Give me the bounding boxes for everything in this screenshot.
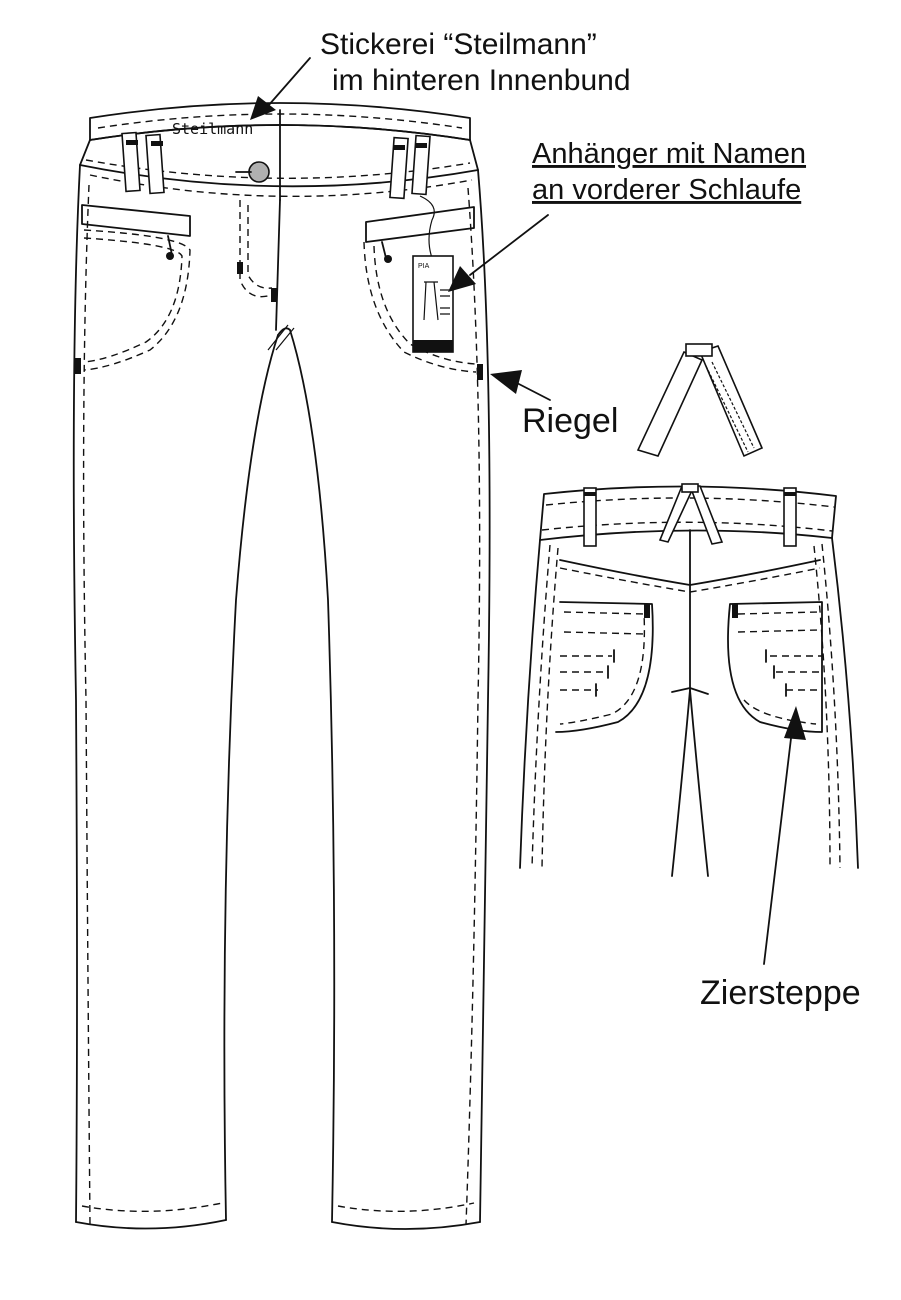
waistband-embroidery-text: Steilmann	[172, 120, 253, 138]
front-view: Steilmann	[72, 57, 551, 1230]
hangtag-label-line2: an vorderer Schlaufe	[532, 174, 801, 206]
hangtag-model-text: PIA	[418, 263, 430, 270]
bartack-arrowhead	[490, 370, 522, 394]
bartack-label: Riegel	[522, 402, 618, 440]
decorative-stitch-leader-line	[763, 729, 793, 965]
front-belt-loops	[121, 131, 431, 200]
embroidery-arrowhead	[250, 96, 276, 120]
decorative-stitch-arrowhead	[784, 706, 806, 740]
front-left-pocket	[75, 204, 191, 374]
hangtag-label-line1: Anhänger mit Namen	[532, 138, 806, 170]
waist-button	[248, 161, 270, 183]
hangtag-arrowhead	[448, 266, 476, 292]
hangtag: PIA	[412, 195, 454, 353]
embroidery-leader-line	[267, 57, 311, 107]
embroidery-label-line2: im hinteren Innenbund	[332, 64, 631, 97]
embroidery-label-line1: Stickerei “Steilmann”	[320, 28, 597, 61]
front-legs	[72, 164, 491, 1230]
back-view	[519, 483, 859, 965]
hangtag-leader-line	[469, 214, 549, 276]
belt-loop-detail	[636, 343, 764, 458]
front-right-pocket	[363, 206, 483, 380]
bartack-mark	[477, 364, 483, 380]
bartack-leader-line	[514, 381, 551, 401]
decorative-stitch-label: Ziersteppe	[700, 974, 861, 1012]
